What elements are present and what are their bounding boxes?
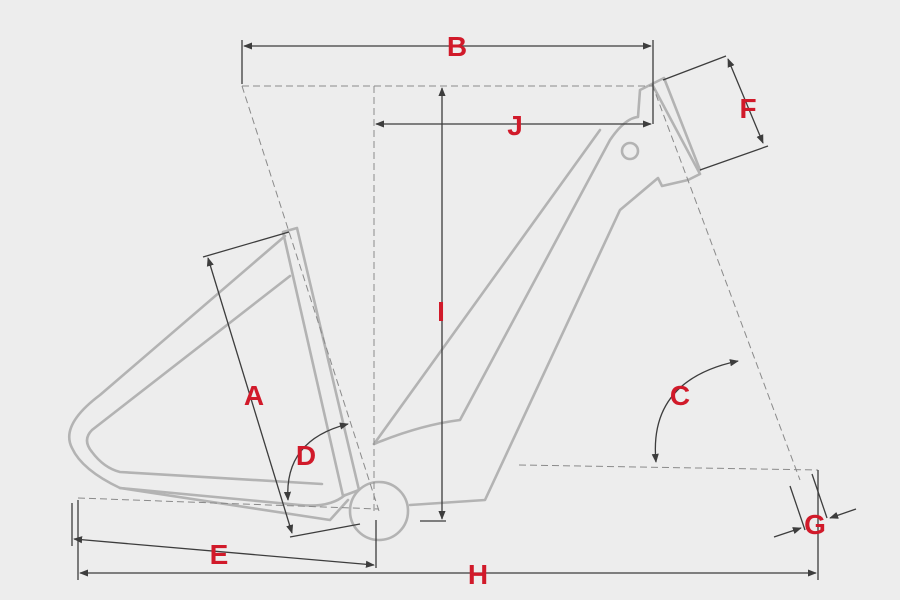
- bike-frame: [67, 76, 702, 542]
- frame-hole: [620, 141, 640, 161]
- label-f: F: [739, 93, 756, 124]
- label-e: E: [210, 539, 229, 570]
- bottom-bracket: [348, 480, 410, 542]
- label-a: A: [244, 380, 264, 411]
- rear-triangle-outer: [67, 234, 350, 522]
- label-b: B: [447, 31, 467, 62]
- dimension-labels: B J F I A C D E G H: [210, 31, 826, 590]
- angle-arc-d: [283, 422, 349, 501]
- label-h: H: [468, 559, 488, 590]
- down-tube: [372, 82, 702, 507]
- extension-lines: [77, 83, 819, 512]
- label-g: G: [804, 509, 826, 540]
- dimension-line-f: [727, 58, 764, 144]
- head-tube: [650, 76, 702, 172]
- rear-triangle-inner: [85, 274, 324, 486]
- label-i: I: [437, 296, 445, 327]
- dimension-line-g: [773, 527, 802, 538]
- chainstay: [118, 486, 347, 507]
- dimension-line-e: [73, 536, 375, 568]
- dimension-line-a: [206, 257, 294, 534]
- down-tube-inner: [372, 128, 602, 446]
- dimension-lines: [71, 40, 857, 580]
- label-c: C: [670, 380, 690, 411]
- label-j: J: [507, 110, 523, 141]
- seat-tube: [281, 226, 361, 498]
- label-d: D: [296, 440, 316, 471]
- angle-arc-c: [651, 359, 739, 463]
